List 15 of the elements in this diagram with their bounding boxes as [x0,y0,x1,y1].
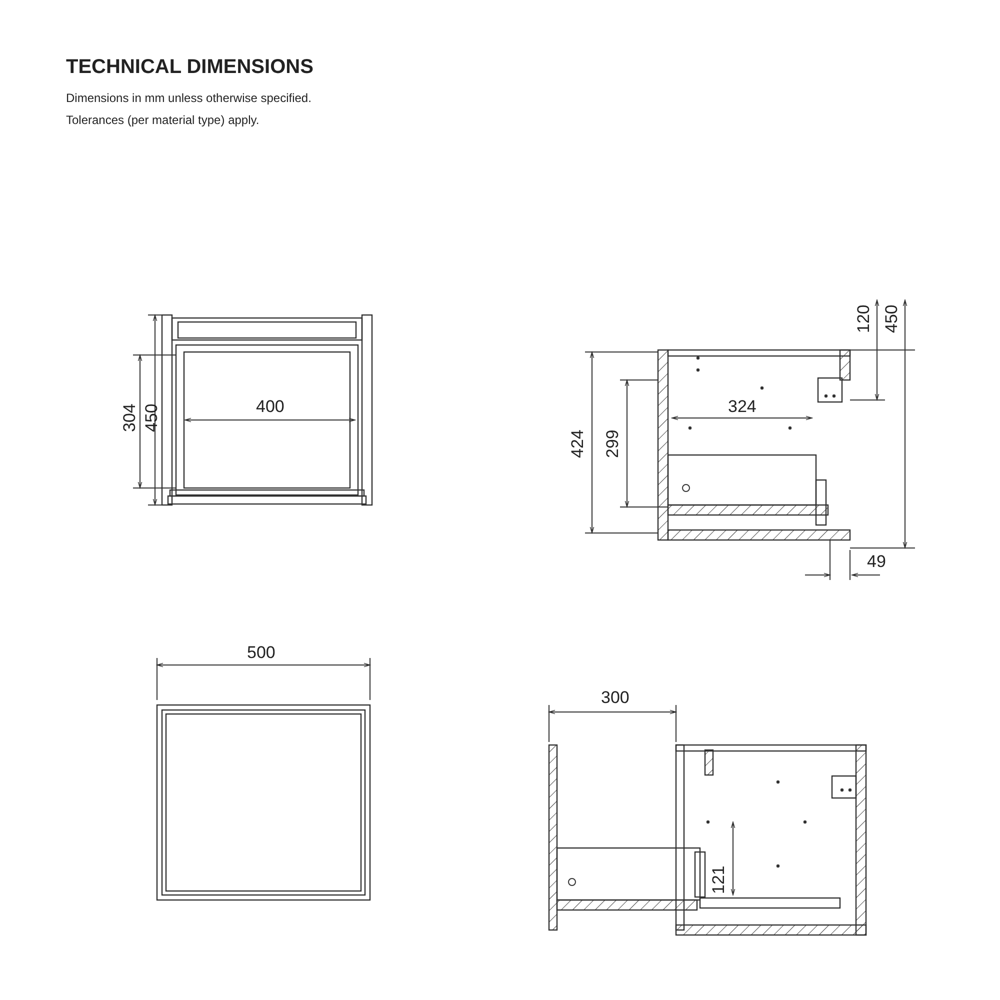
dimension-label: 300 [601,689,630,707]
dimension-label: 424 [569,430,587,458]
dimension-label: 450 [143,404,161,432]
dimension-label: 500 [247,644,276,662]
dimension-label: 49 [867,553,886,571]
note-text: Dimensions in mm unless otherwise specified. [66,91,312,105]
note-text: Tolerances (per material type) apply. [66,113,260,127]
dimension-label: 304 [121,404,139,432]
dimension-label: 120 [855,304,873,333]
dimension-label: 400 [256,398,284,416]
dimension-label: 450 [883,304,901,333]
dimension-label: 299 [604,430,622,458]
page-title: TECHNICAL DIMENSIONS [66,56,314,79]
dimension-label: 324 [728,398,756,416]
dimension-label: 121 [710,866,728,894]
